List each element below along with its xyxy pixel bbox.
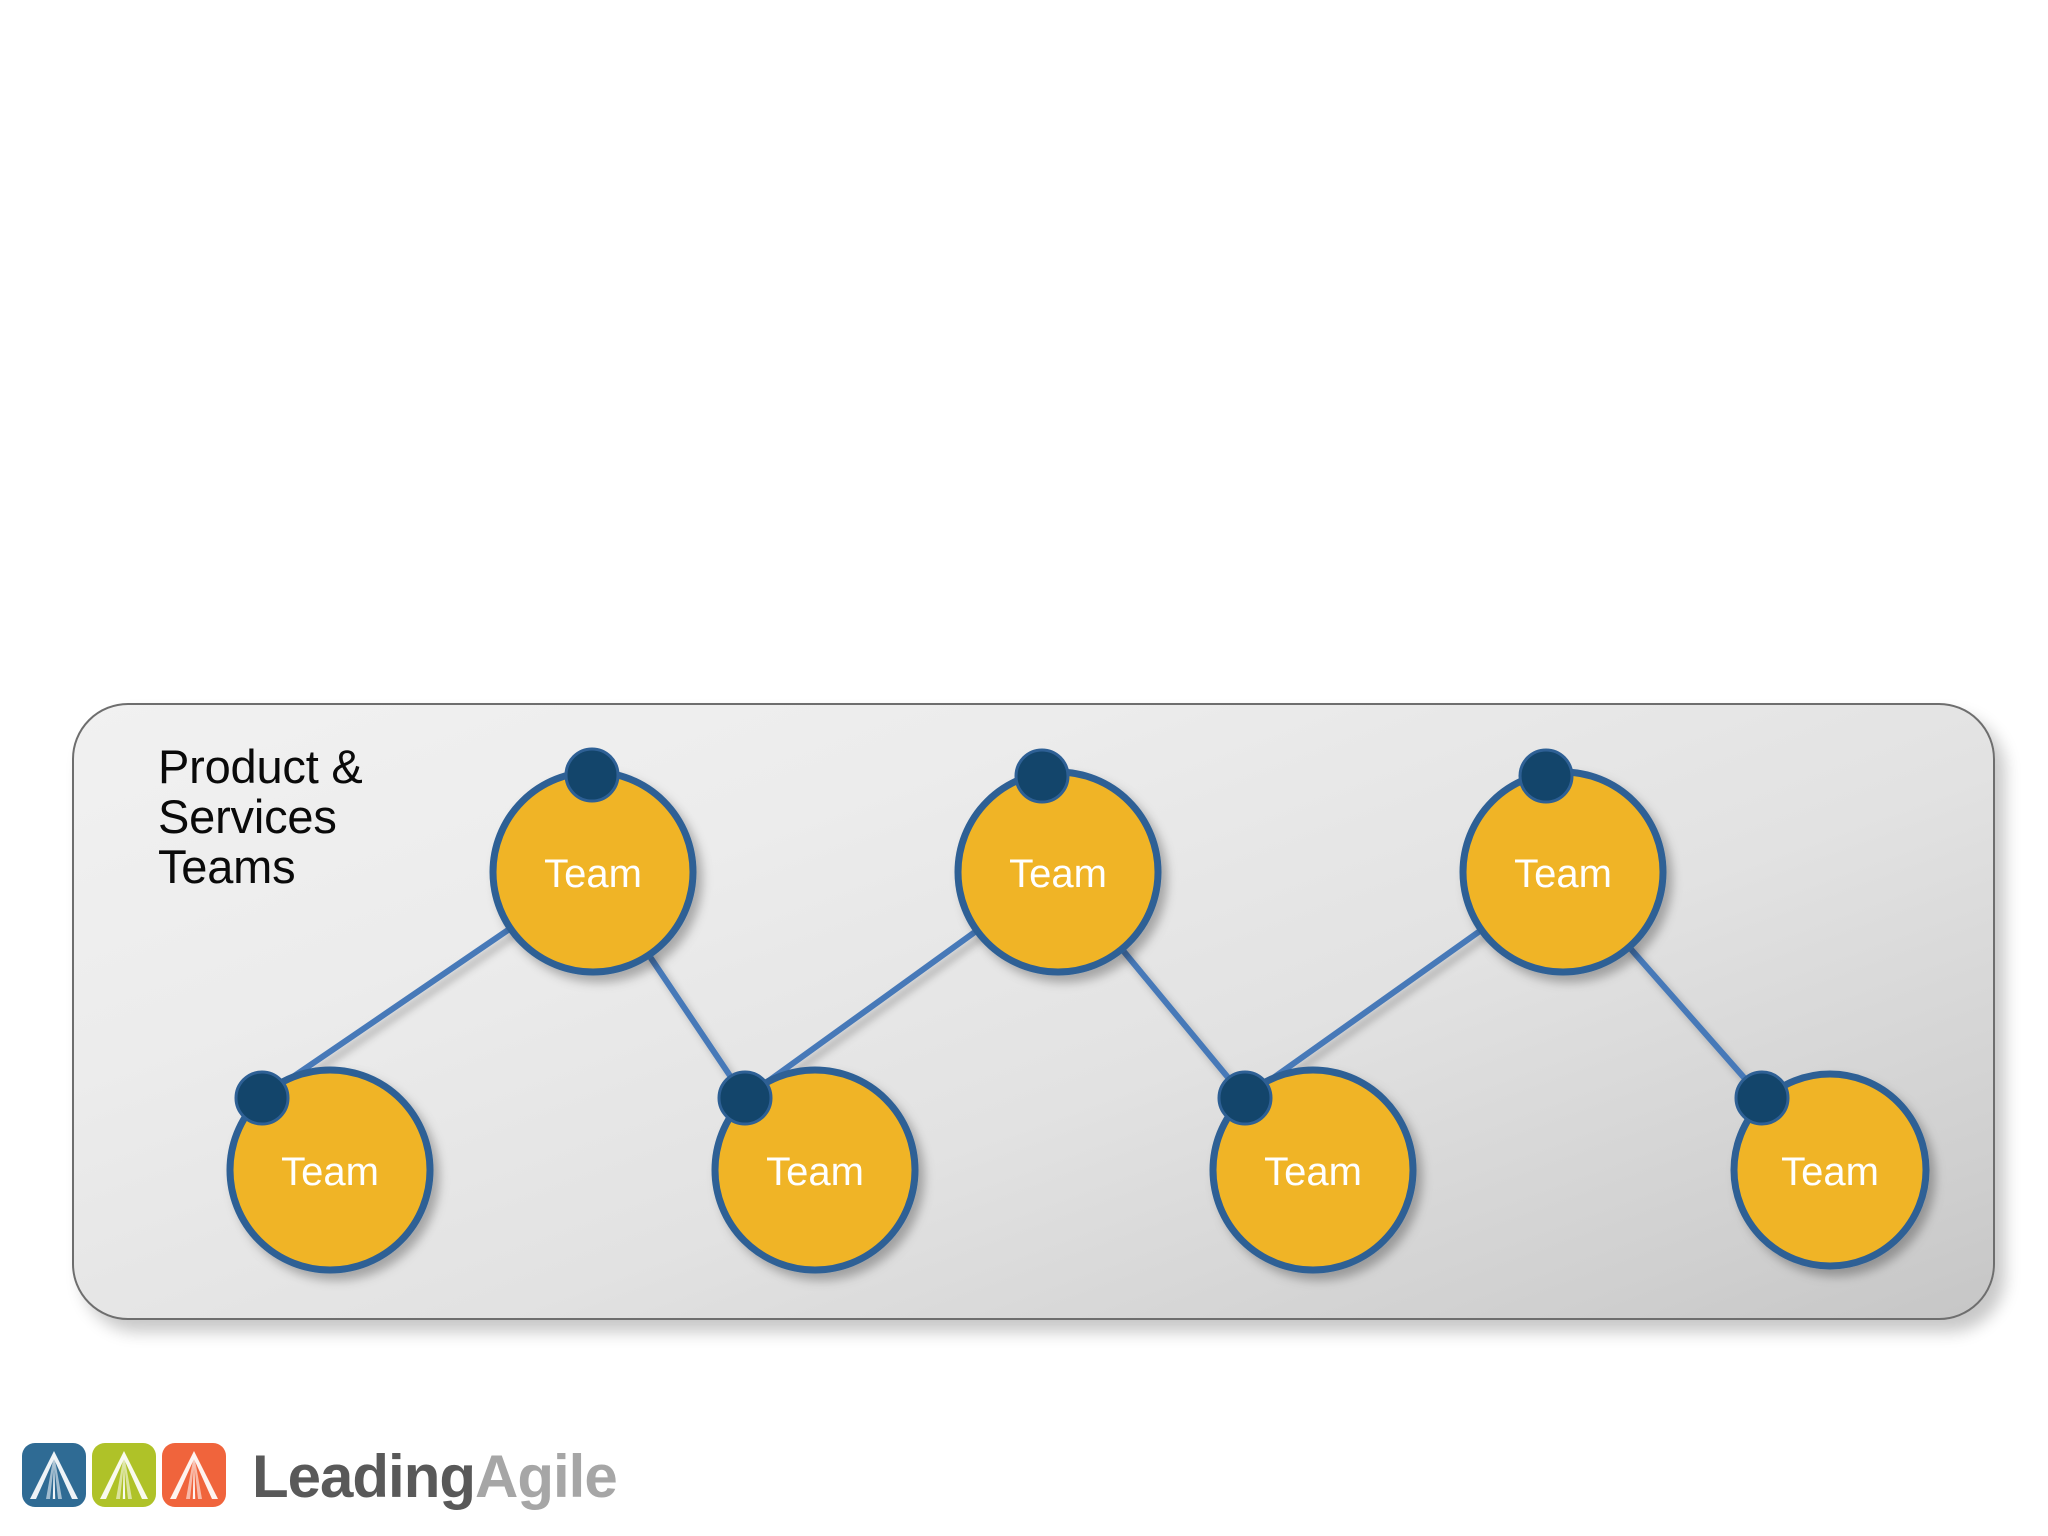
team-anchor-dot-icon xyxy=(564,747,620,803)
team-circle[interactable] xyxy=(1209,1066,1417,1274)
connector-line xyxy=(1116,942,1248,1101)
road-tile-blue-icon xyxy=(22,1443,86,1507)
leadingagile-logo: LeadingAgile xyxy=(22,1436,618,1514)
connector-line xyxy=(742,925,984,1101)
team-node-label: Team xyxy=(766,1150,864,1194)
team-node[interactable]: Team xyxy=(1730,1070,1930,1270)
logo-wordmark: LeadingAgile xyxy=(252,1447,618,1507)
team-node-label: Team xyxy=(281,1150,379,1194)
team-anchor-dot-icon xyxy=(1518,748,1574,804)
logo-tile-group xyxy=(22,1443,232,1507)
panel-title: Product & Services Teams xyxy=(158,740,363,893)
logo-word-agile: Agile xyxy=(475,1443,618,1510)
team-node[interactable]: Team xyxy=(1459,748,1667,976)
team-node-label: Team xyxy=(1514,852,1612,896)
connector-layer xyxy=(259,923,1765,1101)
team-node-label: Team xyxy=(544,852,642,896)
connector-line xyxy=(1242,924,1488,1101)
connector-line xyxy=(643,948,748,1101)
team-node[interactable]: Team xyxy=(954,748,1162,976)
team-node[interactable]: Team xyxy=(1209,1066,1417,1274)
team-anchor-dot-icon xyxy=(234,1070,290,1126)
road-tile-green-icon xyxy=(92,1443,156,1507)
road-tile-orange-icon xyxy=(162,1443,226,1507)
team-anchor-dot-icon xyxy=(1217,1070,1273,1126)
team-node[interactable]: Team xyxy=(711,1066,919,1274)
team-anchor-dot-icon xyxy=(1014,748,1070,804)
logo-word-leading: Leading xyxy=(252,1443,476,1510)
team-node-label: Team xyxy=(1264,1150,1362,1194)
team-circle[interactable] xyxy=(226,1066,434,1274)
team-circle[interactable] xyxy=(711,1066,919,1274)
team-anchor-dot-icon xyxy=(1734,1070,1790,1126)
team-anchor-dot-icon xyxy=(717,1070,773,1126)
connector-line xyxy=(1623,941,1765,1101)
team-node[interactable]: Team xyxy=(226,1066,434,1274)
team-node-label: Team xyxy=(1781,1150,1879,1194)
connector-line xyxy=(259,923,517,1101)
team-circle[interactable] xyxy=(1730,1070,1930,1270)
team-node[interactable]: Team xyxy=(489,747,697,976)
team-node-label: Team xyxy=(1009,852,1107,896)
